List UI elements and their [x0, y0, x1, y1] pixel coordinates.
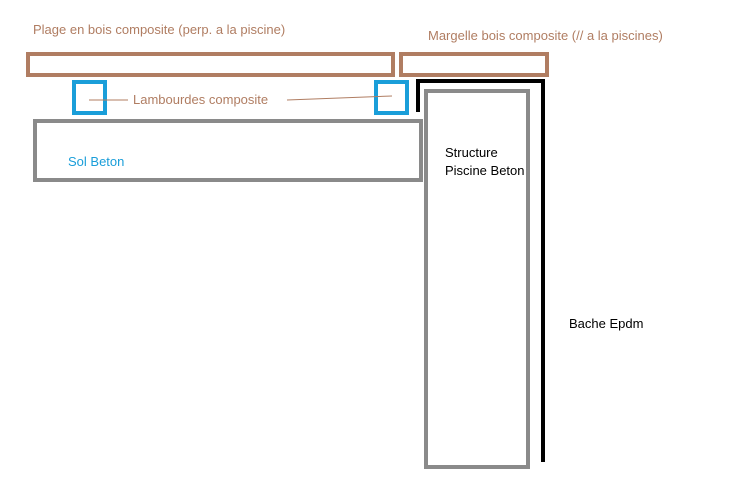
sol-beton-label: Sol Beton	[68, 154, 124, 169]
lambourdes-label: Lambourdes composite	[133, 92, 268, 107]
bache-label: Bache Epdm	[569, 316, 643, 331]
margelle-board	[399, 52, 549, 77]
margelle-label: Margelle bois composite (// a la piscine…	[428, 28, 663, 43]
plage-label: Plage en bois composite (perp. a la pisc…	[33, 22, 285, 37]
structure-label-line2: Piscine Beton	[445, 163, 525, 178]
lambourdes-leader-right	[286, 95, 393, 101]
lambourde-left	[72, 80, 107, 115]
lambourde-right	[374, 80, 409, 115]
bache-epdm-liner	[416, 79, 545, 270]
structure-label-line1: Structure	[445, 145, 498, 160]
structure-piscine-wall	[424, 89, 530, 469]
plage-board	[26, 52, 395, 77]
sol-beton-slab	[33, 119, 423, 182]
